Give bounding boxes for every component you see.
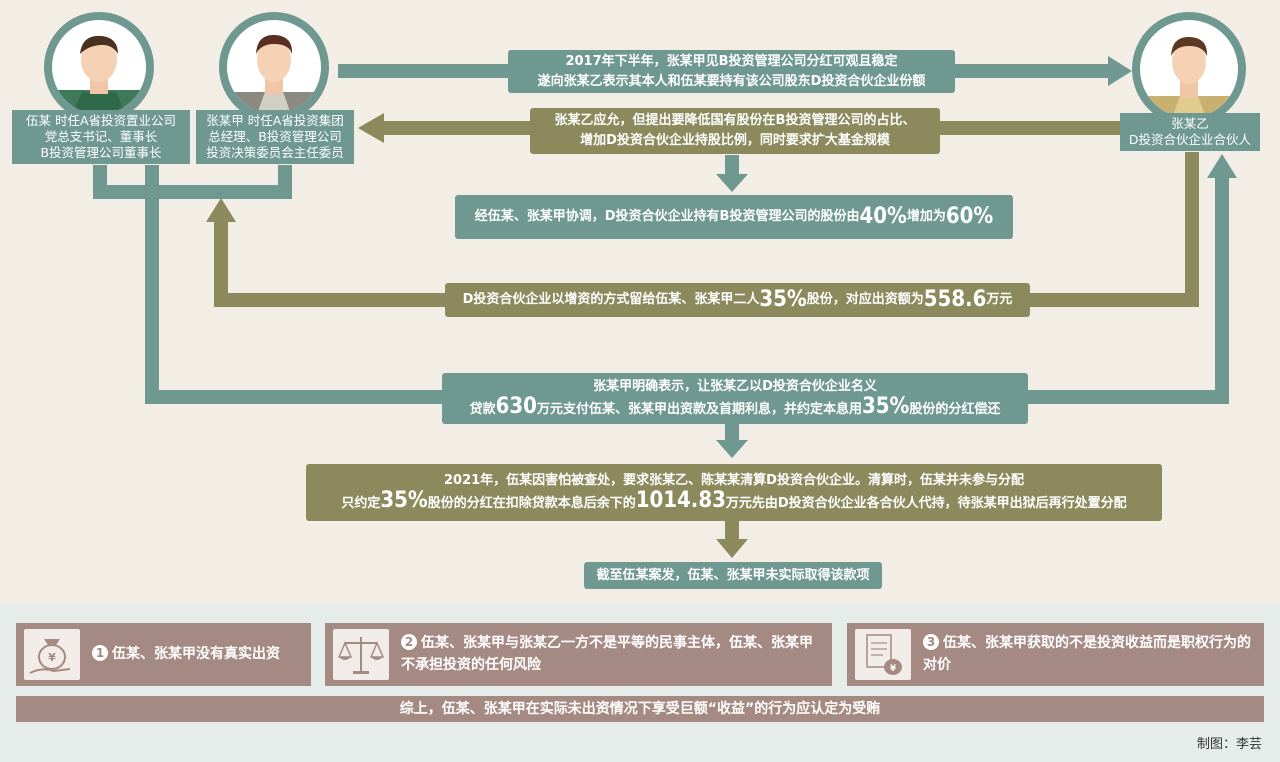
- document-money-icon: ¥: [855, 629, 911, 680]
- man-icon: [52, 35, 146, 114]
- zhangjia-label: 张某甲 时任A省投资集团总经理、B投资管理公司投资决策委员会主任委员: [196, 110, 354, 164]
- credit-text: 制图：李芸: [1196, 737, 1262, 752]
- zhangyi-avatar: [1132, 12, 1246, 126]
- summary-banner: 综上，伍某、张某甲在实际未出资情况下享受巨额“收益”的行为应认定为受贿: [16, 696, 1264, 722]
- zhangjia-avatar: [219, 12, 329, 122]
- step7-box: 截至伍某案发，伍某、张某甲未实际取得该款项: [584, 562, 882, 589]
- man-icon: [1140, 36, 1238, 118]
- step1-box: 2017年下半年，张某甲见B投资管理公司分红可观且稳定遂向张某乙表示其本人和伍某…: [508, 50, 955, 93]
- man-icon: [227, 34, 321, 114]
- svg-text:¥: ¥: [890, 664, 897, 674]
- money-bag-icon: ¥: [24, 629, 80, 680]
- wu-avatar: [44, 12, 154, 122]
- step2-box: 张某乙应允，但提出要降低国有股份在B投资管理公司的占比、增加D投资合伙企业持股比…: [530, 108, 940, 154]
- step5-box: 张某甲明确表示，让张某乙以D投资合伙企业名义 贷款630万元支付伍某、张某甲出资…: [442, 373, 1028, 424]
- scales-icon: [333, 629, 389, 680]
- step6-box: 2021年，伍某因害怕被查处，要求张某乙、陈某某清算D投资合伙企业。清算时，伍某…: [306, 464, 1162, 521]
- svg-text:¥: ¥: [48, 651, 56, 664]
